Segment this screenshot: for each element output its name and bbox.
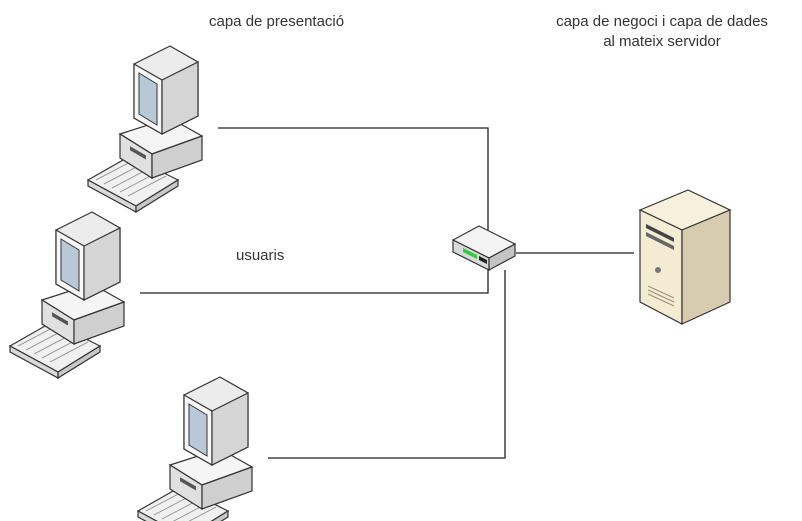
server-layer-label-line1: capa de negoci i capa de dades <box>556 13 768 30</box>
server-layer-label-line2: al mateix servidor <box>603 33 721 50</box>
tower-server-icon <box>638 189 732 325</box>
server-layer-label: capa de negoci i capa de dades al mateix… <box>531 12 793 52</box>
users-label: usuaris <box>236 247 285 264</box>
client-computer-1 <box>87 45 203 213</box>
network-switch-icon <box>451 225 517 272</box>
link-client-2 <box>140 270 489 294</box>
presentation-layer-label: capa de presentació <box>209 13 345 30</box>
link-client-3 <box>268 270 506 459</box>
connection-lines <box>140 127 634 459</box>
client-computer-2 <box>9 211 125 379</box>
client-computer-3 <box>137 376 253 521</box>
link-client-1 <box>218 127 489 235</box>
